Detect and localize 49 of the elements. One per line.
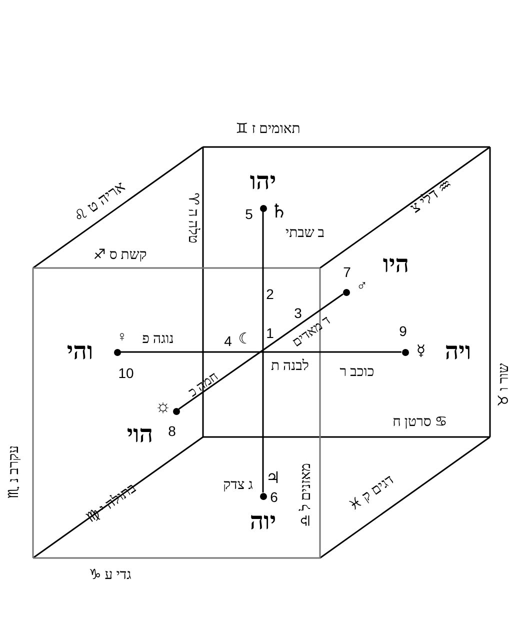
point-dot	[172, 408, 180, 414]
point-number: 7	[343, 265, 351, 279]
ray-line	[178, 293, 344, 410]
divine-name: היו	[382, 253, 410, 277]
planet-name: לבנה ת	[271, 360, 309, 374]
zodiac-label: ♒ דלי צ	[408, 177, 456, 217]
planet-name: חמה כ	[186, 369, 220, 399]
point-number: 2	[266, 287, 274, 301]
point-dot	[260, 204, 266, 212]
planet-name: נוגה פ	[142, 333, 174, 347]
point-dot	[402, 348, 408, 356]
planet-symbol: ☾	[238, 332, 252, 348]
divine-name: יהו	[250, 170, 276, 194]
divine-name: יוה	[250, 510, 276, 534]
planet-symbol: ☿	[416, 344, 426, 360]
planet-name: ג צדק	[223, 479, 253, 493]
zodiac-label: טלה ה ♈	[185, 192, 199, 244]
ray-line	[120, 351, 402, 353]
planet-symbol: ♄	[270, 202, 288, 222]
planet-name: ב שבתי	[285, 227, 325, 241]
point-dot	[114, 348, 120, 356]
point-dot	[260, 492, 266, 500]
point-number: 6	[270, 490, 278, 504]
zodiac-label: ♋ סרטן ח	[392, 416, 448, 430]
zodiac-label: תאומים ז ♊	[236, 123, 300, 137]
planet-symbol: ♃	[266, 471, 280, 487]
zodiac-label: אריה ט ♌	[72, 180, 128, 226]
zodiac-label: מאזנים ל ♎	[300, 463, 314, 527]
zodiac-label: גדי ע ♑	[88, 569, 132, 583]
point-number: 4	[224, 334, 232, 348]
point-number: 10	[118, 366, 134, 380]
point-number: 8	[168, 424, 176, 438]
planet-symbol: ♂	[356, 280, 368, 294]
planet-symbol: ♀	[116, 331, 128, 345]
divine-name: ויה	[444, 340, 472, 364]
zodiac-label: דגים ק ♓	[347, 474, 397, 514]
ray-line	[262, 212, 264, 492]
planet-symbol: ☼	[154, 397, 172, 415]
zodiac-label: עקרב נ ♏	[8, 445, 22, 499]
point-number: 5	[245, 207, 253, 221]
divine-name: הוי	[126, 423, 154, 447]
zodiac-label: שור ו ♉	[498, 363, 512, 407]
planet-name: כוכב ר	[340, 366, 374, 380]
divine-name: והי	[66, 340, 94, 364]
point-number: 3	[294, 306, 302, 320]
point-number: 9	[399, 324, 407, 338]
zodiac-label: קשת ס ♐	[93, 249, 147, 263]
point-dot	[342, 288, 350, 296]
point-number: 1	[266, 326, 274, 340]
